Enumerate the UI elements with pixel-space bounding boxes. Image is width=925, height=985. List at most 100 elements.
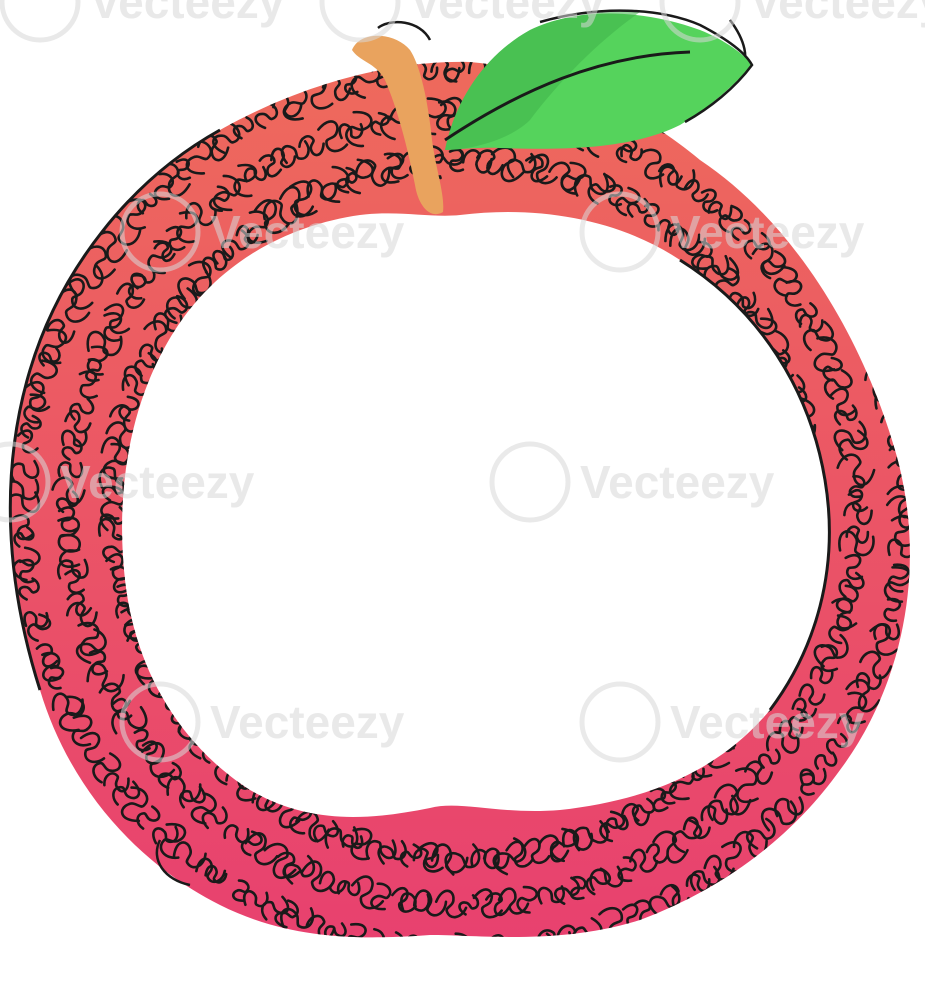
- swirl-curl: [18, 577, 40, 601]
- swirl-curl: [599, 810, 626, 843]
- swirl-curl: [92, 230, 129, 264]
- swirl-curl: [65, 601, 98, 628]
- watermark-text: Vecteezy: [60, 456, 255, 508]
- watermark-logo-icon: [0, 441, 51, 523]
- swirl-curl: [700, 188, 719, 214]
- swirl-curl: [474, 936, 504, 963]
- swirl-curl: [341, 834, 364, 850]
- swirl-curl: [829, 275, 858, 299]
- swirl-curl: [254, 102, 279, 130]
- swirl-curl: [115, 282, 146, 309]
- swirl-curl: [260, 895, 290, 921]
- swirl-curl: [365, 839, 397, 860]
- apple-inner-outline: [679, 258, 831, 711]
- swirl-curl: [312, 819, 340, 843]
- swirl-curl: [509, 937, 533, 956]
- swirl-curl: [274, 899, 299, 929]
- swirl-curl: [152, 825, 179, 845]
- swirl-curl: [760, 250, 787, 280]
- swirl-curl: [869, 623, 899, 656]
- swirl-curl: [69, 397, 95, 421]
- swirl-curl: [683, 179, 709, 203]
- swirl-curl: [844, 553, 864, 581]
- leaf-vein: [444, 50, 691, 142]
- watermark-text: Vecteezy: [750, 0, 925, 28]
- swirl-curl: [421, 937, 444, 938]
- swirl-curl: [560, 161, 587, 195]
- swirl-curl: [802, 320, 835, 352]
- swirl-curl: [444, 843, 481, 876]
- swirl-curl: [418, 841, 444, 873]
- swirl-curl: [10, 478, 40, 502]
- swirl-curl: [47, 666, 65, 690]
- swirl-curl: [263, 842, 297, 880]
- swirl-curl: [617, 856, 637, 883]
- swirl-curl: [350, 62, 381, 99]
- swirl-curl: [118, 395, 140, 422]
- swirl-curl: [836, 713, 861, 734]
- swirl-curl: [657, 163, 683, 186]
- swirl-curl: [23, 611, 49, 628]
- swirl-curl: [350, 827, 373, 861]
- watermark-text: Vecteezy: [580, 456, 775, 508]
- swirl-curl: [172, 841, 207, 869]
- swirl-curl: [649, 787, 669, 813]
- swirl-curl: [163, 294, 189, 325]
- swirl-curl: [444, 61, 466, 83]
- swirl-curl: [338, 122, 364, 140]
- swirl-curl: [669, 227, 707, 256]
- swirl-curl: [660, 780, 678, 805]
- swirl-curl: [734, 767, 759, 804]
- swirl-curl: [24, 380, 51, 413]
- swirl-curl: [800, 772, 815, 796]
- swirl-curl: [470, 848, 500, 870]
- swirl-curl: [800, 529, 821, 560]
- swirl-curl: [652, 830, 689, 864]
- swirl-curl: [300, 860, 335, 893]
- swirl-curl: [887, 538, 910, 559]
- swirl-curl: [41, 328, 68, 365]
- swirl-curl: [136, 805, 161, 830]
- swirl-curl: [370, 111, 390, 136]
- swirl-curl: [760, 800, 798, 832]
- swirl-curl: [402, 934, 430, 938]
- swirl-curl: [133, 728, 151, 752]
- swirl-curl: [528, 153, 558, 185]
- swirl-curl: [794, 302, 818, 326]
- swirl-curl: [798, 499, 827, 530]
- swirl-curl: [64, 569, 85, 594]
- swirl-curl: [57, 461, 84, 479]
- swirl-curl: [108, 404, 143, 433]
- watermark-mark: Vecteezy: [119, 681, 405, 763]
- watermark-logo-icon: [579, 191, 661, 273]
- swirl-curl: [212, 245, 235, 265]
- swirl-curl: [430, 843, 469, 874]
- swirl-curl: [258, 154, 283, 178]
- swirl-curl: [745, 817, 776, 850]
- swirl-curl: [784, 279, 803, 307]
- swirl-curl: [825, 732, 849, 755]
- swirl-curl: [350, 875, 385, 910]
- swirl-curl: [671, 818, 703, 854]
- swirl-curl: [836, 453, 876, 487]
- swirl-curl: [707, 200, 733, 221]
- swirl-curl: [86, 330, 123, 357]
- swirl-curl: [159, 822, 187, 860]
- leaf-outline: [539, 9, 754, 124]
- swirl-curl: [492, 837, 527, 876]
- swirl-curl: [190, 792, 217, 825]
- swirl-curl: [305, 914, 336, 938]
- swirl-curl: [185, 201, 217, 227]
- swirl-curl: [157, 761, 182, 790]
- swirl-curl: [886, 484, 910, 519]
- swirl-curl: [525, 155, 549, 183]
- swirl-curl: [774, 611, 808, 644]
- swirl-curl: [103, 303, 131, 335]
- swirl-curl: [105, 553, 132, 581]
- swirl-curl: [838, 530, 875, 557]
- swirl-curl: [883, 597, 902, 623]
- swirl-curl: [41, 651, 62, 682]
- swirl-curl: [212, 174, 241, 212]
- watermark-mark: Vecteezy: [0, 441, 255, 523]
- leaf-shade: [445, 11, 640, 150]
